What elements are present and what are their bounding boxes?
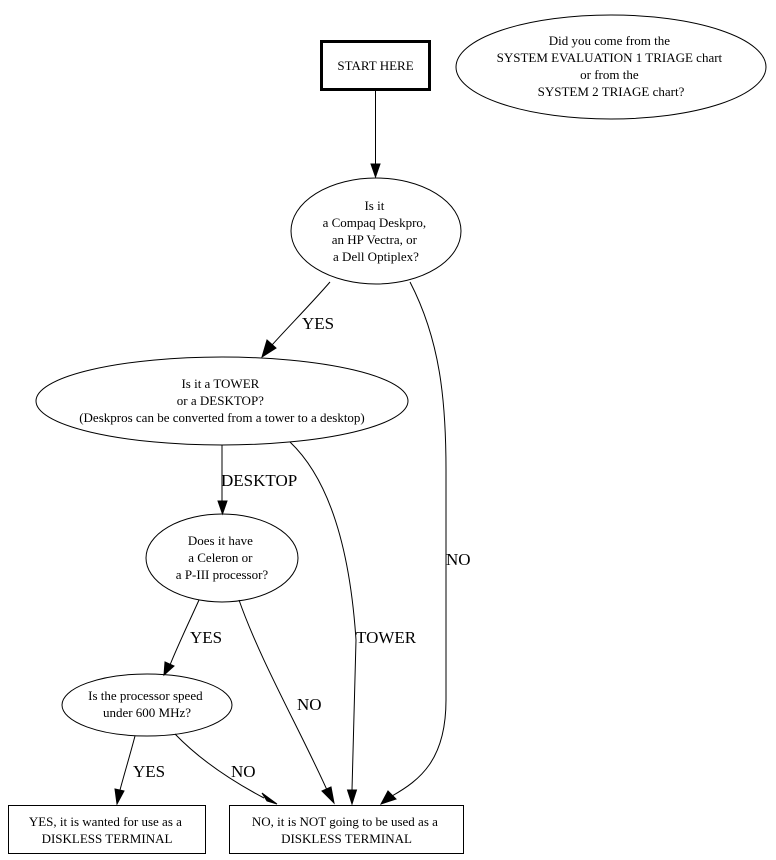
node-start-here: START HERE: [320, 40, 431, 91]
node-origin-question: Did you come from the SYSTEM EVALUATION …: [455, 14, 767, 120]
node-text-line: Did you come from the: [549, 33, 671, 48]
node-text-line: NO, it is NOT going to be used as a: [252, 814, 438, 829]
edge-start-to-brand: [370, 90, 381, 179]
node-text-line: Does it have: [188, 533, 253, 548]
svg-text:Does it have a Celeron o: Does it have a Celeron or a P-III proces…: [176, 533, 269, 582]
svg-text:Is it a Compaq Deskpro,: Is it a Compaq Deskpro, an HP Vectra, or…: [323, 198, 430, 264]
arrowhead-icon: [163, 661, 175, 677]
edge-label-yes: YES: [190, 628, 222, 647]
edge-speed-yes: YES: [114, 735, 165, 806]
edge-brand-yes: YES: [261, 281, 334, 359]
node-text-line: a Compaq Deskpro,: [323, 215, 427, 230]
edge-label-desktop: DESKTOP: [221, 471, 297, 490]
edge-label-no: NO: [297, 695, 322, 714]
node-text-line: SYSTEM EVALUATION 1 TRIAGE chart: [497, 50, 723, 65]
node-text-line: a Dell Optiplex?: [333, 249, 419, 264]
node-text-line: a P-III processor?: [176, 567, 269, 582]
edge-form-desktop: DESKTOP: [217, 445, 297, 516]
node-text-line: Is it: [364, 198, 384, 213]
svg-text:Did you come from the SY: Did you come from the SYSTEM EVALUATION …: [497, 33, 726, 99]
node-text-line: Is the processor speed: [88, 688, 203, 703]
node-result-no-diskless: NO, it is NOT going to be used as a DISK…: [229, 805, 464, 854]
svg-text:Is it a TOWER or a DESKT: Is it a TOWER or a DESKTOP? (Deskpros ca…: [79, 376, 365, 425]
svg-text:NO, it is NOT going to be used: NO, it is NOT going to be used as a DISK…: [252, 814, 441, 846]
node-text-line: SYSTEM 2 TRIAGE chart?: [538, 84, 685, 99]
svg-text:START HERE: START HERE: [337, 58, 413, 73]
edge-processor-yes: YES: [163, 599, 222, 677]
edge-label-yes: YES: [302, 314, 334, 333]
edge-label-tower: TOWER: [356, 628, 417, 647]
svg-text:YES, it is wanted for use as a: YES, it is wanted for use as a DISKLESS …: [29, 814, 185, 846]
arrowhead-icon: [379, 790, 397, 805]
node-text-line: DISKLESS TERMINAL: [281, 831, 412, 846]
node-processor-question: Does it have a Celeron or a P-III proces…: [145, 513, 299, 603]
edge-processor-no: NO: [238, 599, 335, 805]
node-brand-question: Is it a Compaq Deskpro, an HP Vectra, or…: [290, 177, 462, 285]
edge-label-yes: YES: [133, 762, 165, 781]
node-text-line: a Celeron or: [188, 550, 253, 565]
node-text-line: an HP Vectra, or: [332, 232, 418, 247]
node-text-line: (Deskpros can be converted from a tower …: [79, 410, 365, 425]
edge-speed-no: NO: [174, 733, 278, 805]
arrowhead-icon: [346, 789, 358, 806]
arrowhead-icon: [114, 788, 125, 806]
edge-label-no: NO: [446, 550, 471, 569]
arrowhead-icon: [217, 500, 228, 516]
node-text-line: DISKLESS TERMINAL: [42, 831, 173, 846]
node-speed-question: Is the processor speed under 600 MHz?: [61, 673, 233, 737]
node-text-line: YES, it is wanted for use as a: [29, 814, 182, 829]
node-text-line: START HERE: [337, 58, 413, 73]
svg-text:Is the processor speed u: Is the processor speed under 600 MHz?: [88, 688, 206, 720]
node-text-line: or from the: [580, 67, 639, 82]
arrowhead-icon: [370, 163, 381, 179]
edge-label-no: NO: [231, 762, 256, 781]
node-text-line: Is it a TOWER: [181, 376, 259, 391]
arrowhead-icon: [261, 792, 278, 805]
node-result-yes-diskless: YES, it is wanted for use as a DISKLESS …: [8, 805, 206, 854]
arrowhead-icon: [321, 786, 335, 805]
edge-brand-no: NO: [379, 281, 471, 805]
node-text-line: under 600 MHz?: [103, 705, 191, 720]
edge-form-tower: TOWER: [289, 441, 417, 806]
arrowhead-icon: [261, 339, 277, 359]
node-form-factor-question: Is it a TOWER or a DESKTOP? (Deskpros ca…: [35, 356, 409, 446]
node-text-line: or a DESKTOP?: [177, 393, 264, 408]
